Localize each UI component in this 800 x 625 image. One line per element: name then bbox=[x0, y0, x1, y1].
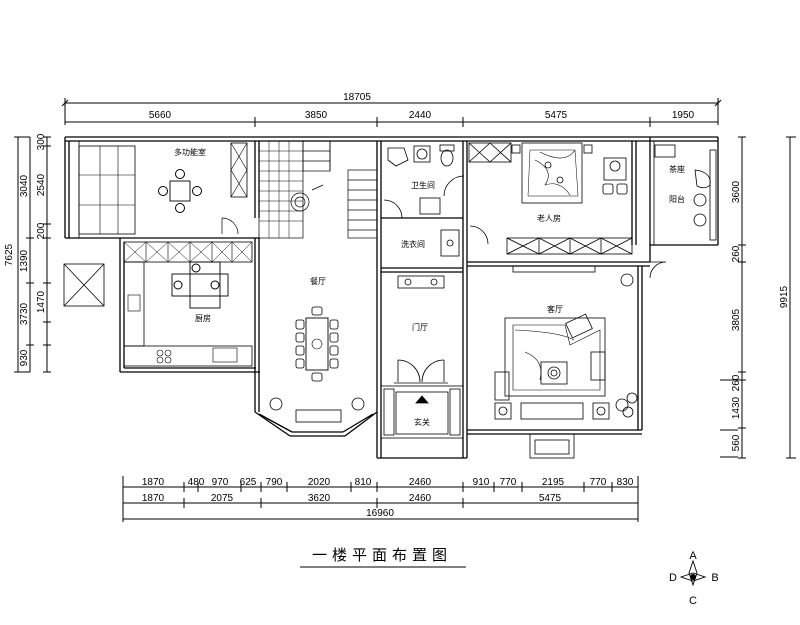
dim-right-3: 3805 bbox=[731, 308, 742, 331]
dim-right-6: 560 bbox=[731, 434, 742, 451]
label-living: 客厅 bbox=[547, 304, 563, 314]
dim-b1-10: 770 bbox=[500, 477, 517, 488]
side-terrace bbox=[63, 263, 105, 307]
label-laundry: 洗衣间 bbox=[401, 239, 425, 249]
drawing-title: 一楼平面布置图 bbox=[312, 546, 452, 564]
dim-b2-2: 2075 bbox=[211, 493, 234, 504]
dim-right-total: 9915 bbox=[779, 285, 790, 308]
bathroom bbox=[383, 144, 465, 219]
entrance-area bbox=[380, 385, 464, 439]
bottom-row1-labels: 1870 480 970 625 790 2020 810 2460 910 7… bbox=[142, 477, 634, 488]
dim-b1-5: 790 bbox=[266, 477, 283, 488]
dim-b1-6: 2020 bbox=[308, 477, 331, 488]
dim-b1-12: 770 bbox=[590, 477, 607, 488]
left-dimensions bbox=[14, 136, 51, 373]
label-sunroom: 阳台 bbox=[669, 194, 685, 204]
dining-room bbox=[269, 306, 365, 423]
label-kitchen: 厨房 bbox=[195, 313, 211, 323]
label-foyer: 门厅 bbox=[412, 322, 428, 332]
dim-top-2: 3850 bbox=[305, 110, 328, 121]
dim-top-4: 5475 bbox=[545, 110, 568, 121]
label-multi-function-room: 多功能室 bbox=[174, 147, 206, 157]
dim-b1-3: 970 bbox=[212, 477, 229, 488]
dim-b2-5: 5475 bbox=[539, 493, 562, 504]
dim-b1-4: 625 bbox=[240, 477, 257, 488]
laundry bbox=[440, 229, 460, 257]
dim-top-total: 18705 bbox=[343, 92, 371, 103]
dim-top-1: 5660 bbox=[149, 110, 172, 121]
label-elderly-bedroom: 老人房 bbox=[537, 213, 561, 223]
sunroom bbox=[649, 141, 717, 279]
dim-b2-1: 1870 bbox=[142, 493, 165, 504]
dim-b2-4: 2460 bbox=[409, 493, 432, 504]
elderly-bedroom bbox=[468, 142, 633, 255]
dim-b1-13: 830 bbox=[617, 477, 634, 488]
multi-function-room bbox=[68, 140, 248, 239]
compass-west: D bbox=[669, 572, 677, 584]
dim-top-5: 1950 bbox=[672, 110, 695, 121]
dim-right-2: 260 bbox=[731, 245, 742, 262]
dim-b1-7: 810 bbox=[355, 477, 372, 488]
staircase bbox=[258, 140, 378, 239]
bottom-row2-labels: 1870 2075 3620 2460 5475 bbox=[142, 493, 562, 504]
dim-right-1: 3600 bbox=[731, 180, 742, 203]
dim-left-inner-2: 2540 bbox=[36, 173, 47, 196]
label-dining: 餐厅 bbox=[310, 277, 326, 286]
label-tea: 茶座 bbox=[669, 164, 685, 174]
dim-left-mid-1: 3040 bbox=[19, 174, 30, 197]
dim-left-outer-1: 3730 bbox=[19, 302, 30, 325]
label-entrance: 玄关 bbox=[414, 417, 430, 427]
compass-east: B bbox=[711, 572, 718, 584]
dim-b1-2: 480 bbox=[188, 477, 205, 488]
dim-left-inner-1: 300 bbox=[36, 133, 47, 150]
dim-bottom-total: 16960 bbox=[366, 508, 394, 519]
dim-left-inner-4: 1470 bbox=[36, 290, 47, 313]
right-dimensions bbox=[720, 136, 796, 459]
top-dimensions bbox=[61, 98, 722, 127]
dim-right-5: 1430 bbox=[731, 396, 742, 419]
compass-north: A bbox=[689, 550, 697, 562]
dim-top-3: 2440 bbox=[409, 110, 432, 121]
dim-b1-8: 2460 bbox=[409, 477, 432, 488]
bottom-dimensions bbox=[122, 476, 639, 522]
dim-b2-3: 3620 bbox=[308, 493, 331, 504]
walls bbox=[64, 136, 719, 459]
kitchen-room bbox=[123, 241, 253, 367]
dim-b1-9: 910 bbox=[473, 477, 490, 488]
living-room bbox=[494, 265, 638, 459]
compass-south: C bbox=[689, 595, 697, 607]
dim-left-mid-2: 1390 bbox=[19, 249, 30, 272]
dim-left-mid-3: 930 bbox=[19, 349, 30, 366]
dim-b1-1: 1870 bbox=[142, 477, 165, 488]
dim-left-inner-3: 200 bbox=[36, 222, 47, 239]
compass-rose-icon bbox=[679, 559, 707, 587]
foyer bbox=[394, 275, 448, 384]
dim-right-4: 260 bbox=[731, 374, 742, 391]
dim-left-total: 7625 bbox=[4, 243, 15, 266]
dim-b1-11: 2195 bbox=[542, 477, 565, 488]
label-bathroom: 卫生间 bbox=[411, 180, 435, 190]
